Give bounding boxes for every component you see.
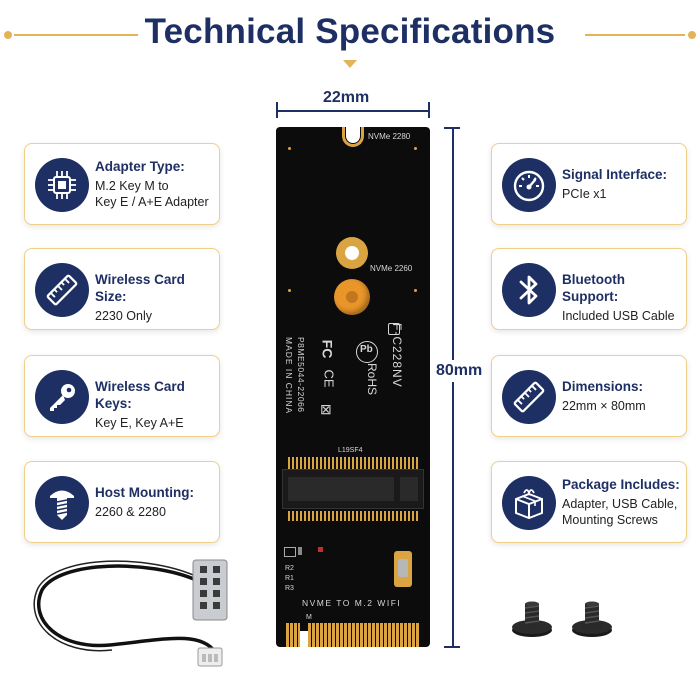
height-dimension-line <box>452 127 454 647</box>
width-tick-right <box>428 102 430 118</box>
slot-ref: L19SF4 <box>338 447 363 454</box>
resistor <box>298 547 302 555</box>
spec-card-wireless-card-keys: Wireless Card Keys: Key E, Key A+E <box>24 355 220 437</box>
slot-pins-top <box>288 457 418 469</box>
slot-opening <box>288 477 394 501</box>
r-mark: R1 <box>285 575 294 582</box>
nvme-2260-mark: NVMe 2260 <box>370 264 413 273</box>
part-number: P8ME5044-22066 <box>296 337 306 413</box>
key-m-notch <box>300 631 308 647</box>
title-dot-left <box>4 31 12 39</box>
spec-value: Adapter, USB Cable, Mounting Screws <box>562 497 678 527</box>
spec-value: 2260 & 2280 <box>95 505 166 519</box>
board-bottom-text: NVME TO M.2 WIFI <box>302 598 402 608</box>
spec-value: 22mm × 80mm <box>562 399 646 413</box>
mounting-screws <box>512 601 612 637</box>
spec-value: PCIe x1 <box>562 187 607 201</box>
title-dot-right <box>688 31 696 39</box>
height-tick-bottom <box>444 646 460 648</box>
spec-card-host-mounting: Host Mounting: 2260 & 2280 <box>24 461 220 543</box>
brand-logo-icon <box>388 323 400 335</box>
spec-label: Host Mounting: <box>95 485 194 500</box>
spec-value: 2230 Only <box>95 309 152 323</box>
screw <box>512 601 552 637</box>
chip-icon <box>35 158 89 212</box>
spec-card-wireless-card-size: Wireless Card Size: 2230 Only <box>24 248 220 330</box>
spec-label: Adapter Type: <box>95 159 185 174</box>
fcc-icon: FC <box>319 339 336 359</box>
page-title: Technical Specifications <box>144 12 556 51</box>
pad-dot <box>288 147 291 150</box>
pad-dot <box>414 147 417 150</box>
nvme-2280-mark: NVMe 2280 <box>368 132 411 141</box>
screw-icon <box>35 476 89 530</box>
gauge-icon <box>502 158 556 212</box>
spec-card-signal-interface: Signal Interface: PCIe x1 <box>491 143 687 225</box>
adapter-board: NVMe 2280 NVMe 2260 F-C228NV Pb RoHS FC … <box>276 127 430 647</box>
spec-value: Key E, Key A+E <box>95 416 184 430</box>
r-mark: R2 <box>285 565 294 572</box>
spec-card-bluetooth-support: Bluetooth Support: Included USB Cable <box>491 248 687 330</box>
component-box <box>284 547 296 557</box>
weee-bin-icon: ⊠ <box>320 401 332 417</box>
slot-key-section <box>400 477 418 501</box>
top-notch-pad <box>342 127 364 147</box>
spec-label: Dimensions: <box>562 379 644 394</box>
spec-label: Bluetooth Support: <box>562 272 625 304</box>
key-m-mark: M <box>306 614 312 621</box>
height-tick-top <box>444 127 460 129</box>
ruler-icon <box>35 263 89 317</box>
ruler-icon <box>502 370 556 424</box>
width-dimension-line <box>276 110 430 112</box>
mount-hole-center <box>345 246 359 260</box>
height-label: 80mm <box>436 360 483 382</box>
spec-label: Package Includes: <box>562 477 680 492</box>
usb-header[interactable] <box>398 559 408 577</box>
pad-dot <box>414 289 417 292</box>
title-line-right <box>585 34 685 36</box>
spec-label: Signal Interface: <box>562 167 668 182</box>
usb-cable <box>33 559 228 667</box>
width-tick-left <box>276 102 278 118</box>
spec-label: Wireless Card Size: <box>95 272 185 304</box>
pad-dot <box>288 289 291 292</box>
spec-card-dimensions: Dimensions: 22mm × 80mm <box>491 355 687 437</box>
title-bar: Technical Specifications <box>0 0 700 70</box>
width-label: 22mm <box>323 89 370 106</box>
pb-free-icon <box>356 341 378 363</box>
screw <box>572 601 612 637</box>
title-line-left <box>14 34 138 36</box>
spec-card-package-includes: Package Includes: Adapter, USB Cable, Mo… <box>491 461 687 543</box>
slot-pins-bottom <box>288 511 418 521</box>
spec-value: M.2 Key M to Key E / A+E Adapter <box>95 179 209 209</box>
spec-card-adapter-type: Adapter Type: M.2 Key M to Key E / A+E A… <box>24 143 220 225</box>
standoff-hole <box>346 291 358 303</box>
pb-free-text: Pb <box>360 344 373 355</box>
ce-icon: CE <box>321 369 337 388</box>
usb-header-connector <box>192 559 228 621</box>
title-caret <box>343 60 357 68</box>
package-icon <box>502 476 556 530</box>
bluetooth-icon <box>502 263 556 317</box>
spec-value: Included USB Cable <box>562 309 675 323</box>
edge-connector-pins <box>308 623 420 647</box>
r-mark: R3 <box>285 585 294 592</box>
led <box>318 547 323 552</box>
made-in-china: MADE IN CHINA <box>284 337 294 415</box>
spec-label: Wireless Card Keys: <box>95 379 185 411</box>
key-icon <box>35 370 89 424</box>
rohs-mark: RoHS <box>365 363 379 396</box>
edge-connector-key-left <box>286 623 300 647</box>
